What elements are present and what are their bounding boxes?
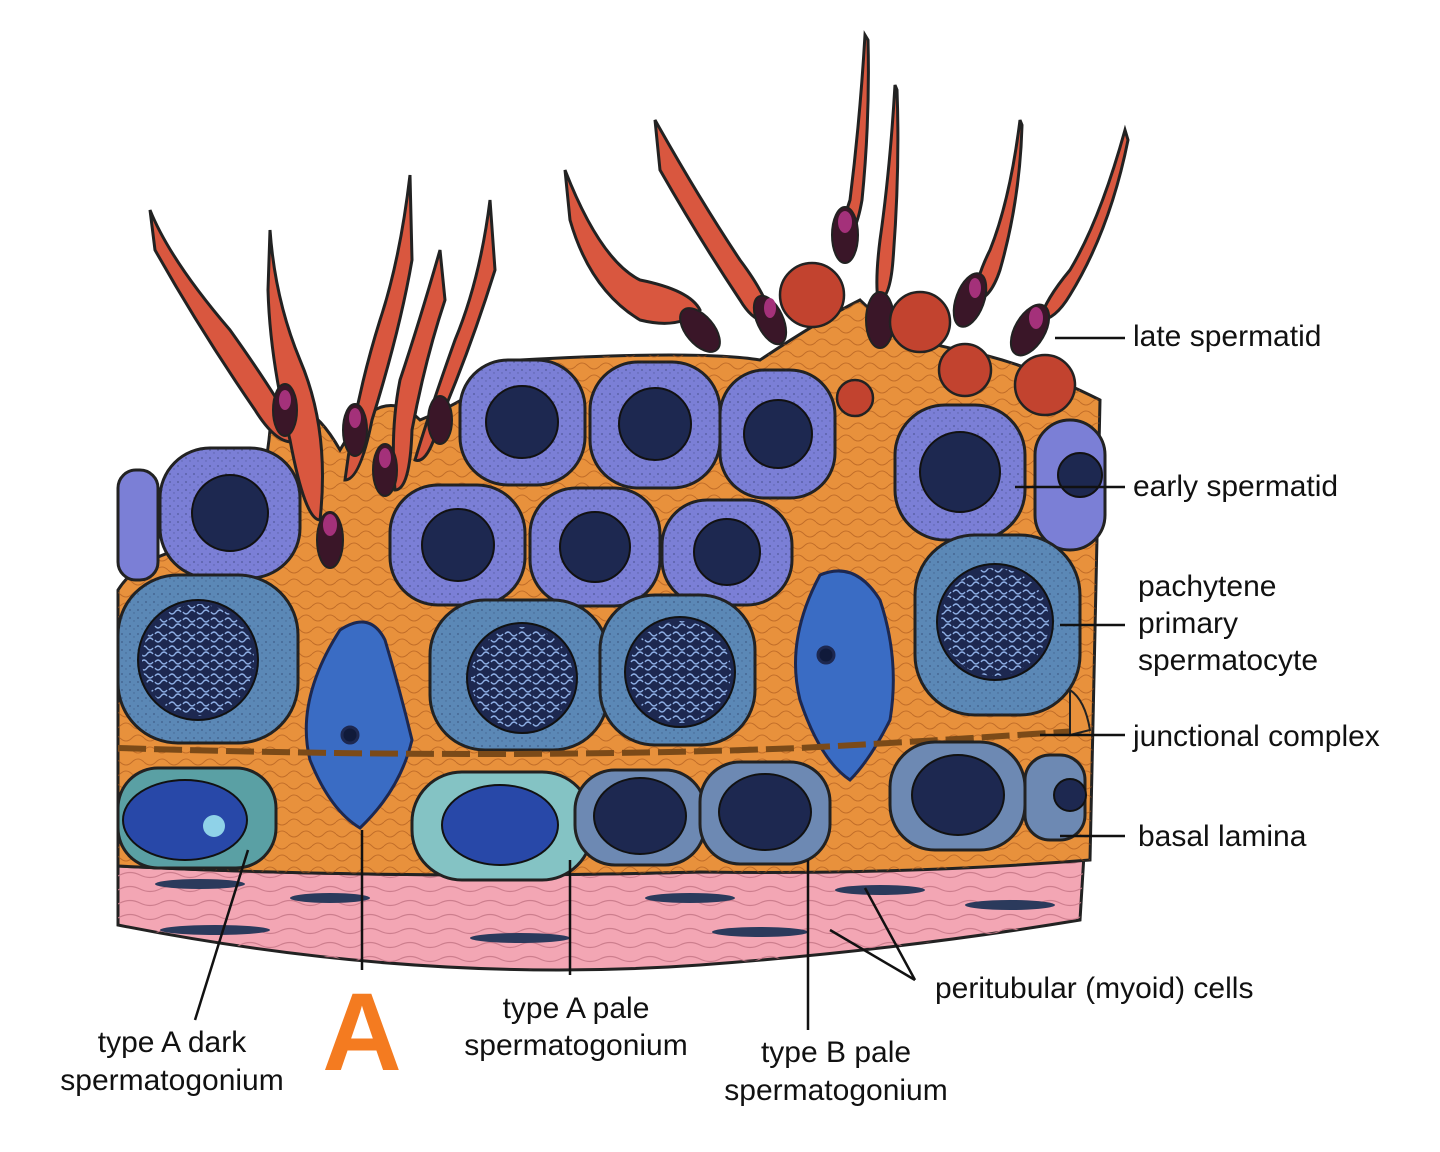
labels: late spermatid early spermatid pachytene… — [60, 320, 1380, 1107]
label-junctional-complex: junctional complex — [1132, 720, 1380, 753]
early-spermatids — [116, 358, 1107, 608]
label-pachytene-line1: pachytene — [1138, 570, 1276, 603]
leader-lines — [193, 336, 1125, 1030]
panel-letter: A — [322, 971, 401, 1094]
label-early-spermatid: early spermatid — [1133, 470, 1338, 503]
sertoli-nuclei — [304, 569, 895, 830]
label-type-b-pale-line2: spermatogonium — [724, 1074, 947, 1107]
late-spermatids-left — [148, 174, 497, 569]
spermatogonia — [116, 740, 1087, 882]
label-type-a-pale-line1: type A pale — [503, 992, 650, 1025]
label-type-a-dark-line2: spermatogonium — [60, 1064, 283, 1097]
label-late-spermatid: late spermatid — [1133, 320, 1321, 353]
label-basal-lamina: basal lamina — [1138, 820, 1307, 853]
label-type-a-dark-line1: type A dark — [98, 1026, 247, 1059]
label-type-b-pale-line1: type B pale — [761, 1036, 911, 1069]
label-peritubular-cells: peritubular (myoid) cells — [935, 972, 1253, 1005]
residual-bodies — [778, 261, 1077, 418]
acrosomes — [279, 390, 391, 536]
label-type-a-pale-line2: spermatogonium — [464, 1029, 687, 1062]
late-spermatids-right — [563, 30, 1130, 418]
label-pachytene-line3: spermatocyte — [1138, 644, 1318, 677]
junctional-complex — [117, 688, 1092, 757]
pachytene-spermatocytes — [116, 533, 1082, 752]
label-pachytene-line2: primary — [1138, 607, 1238, 640]
myoid-cell-nuclei — [155, 879, 1055, 943]
